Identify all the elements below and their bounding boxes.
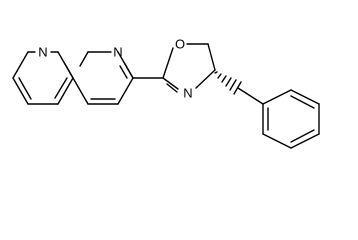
wedge-hash: [214, 71, 218, 74]
hashed-wedge-bond: [214, 71, 242, 95]
atom-label-n1: N: [38, 45, 47, 60]
bond: [290, 133, 320, 149]
bond: [72, 77, 89, 105]
bond: [290, 89, 320, 105]
oxazoline-ring: [162, 43, 216, 93]
bond: [119, 65, 128, 79]
atom-label-n8: N: [113, 45, 122, 60]
wedge-hash: [221, 75, 227, 83]
bond: [79, 51, 89, 67]
bond: [262, 89, 292, 105]
bond: [18, 77, 32, 100]
bond: [117, 51, 134, 79]
bond: [64, 63, 74, 79]
wedge-hash: [229, 79, 237, 91]
bond: [290, 129, 315, 143]
wedge-hash: [217, 73, 222, 79]
bond: [117, 77, 134, 105]
bond: [262, 133, 292, 149]
chemical-structure: N N O N: [12, 37, 320, 149]
bond: [237, 87, 264, 105]
bond: [162, 77, 179, 90]
naphthyridine-ring-system: [12, 51, 134, 105]
benzyl-group: [237, 87, 320, 149]
wedge-hash: [225, 77, 232, 87]
bond: [290, 95, 315, 109]
bond: [54, 77, 68, 99]
bond: [12, 77, 29, 105]
bond: [12, 51, 29, 79]
bond: [166, 83, 178, 93]
atom-label-o: O: [175, 37, 185, 52]
bond: [162, 47, 174, 79]
atom-label-n-oxazoline: N: [183, 86, 192, 101]
bond: [195, 69, 216, 89]
bond: [207, 43, 216, 71]
bond: [57, 77, 74, 105]
